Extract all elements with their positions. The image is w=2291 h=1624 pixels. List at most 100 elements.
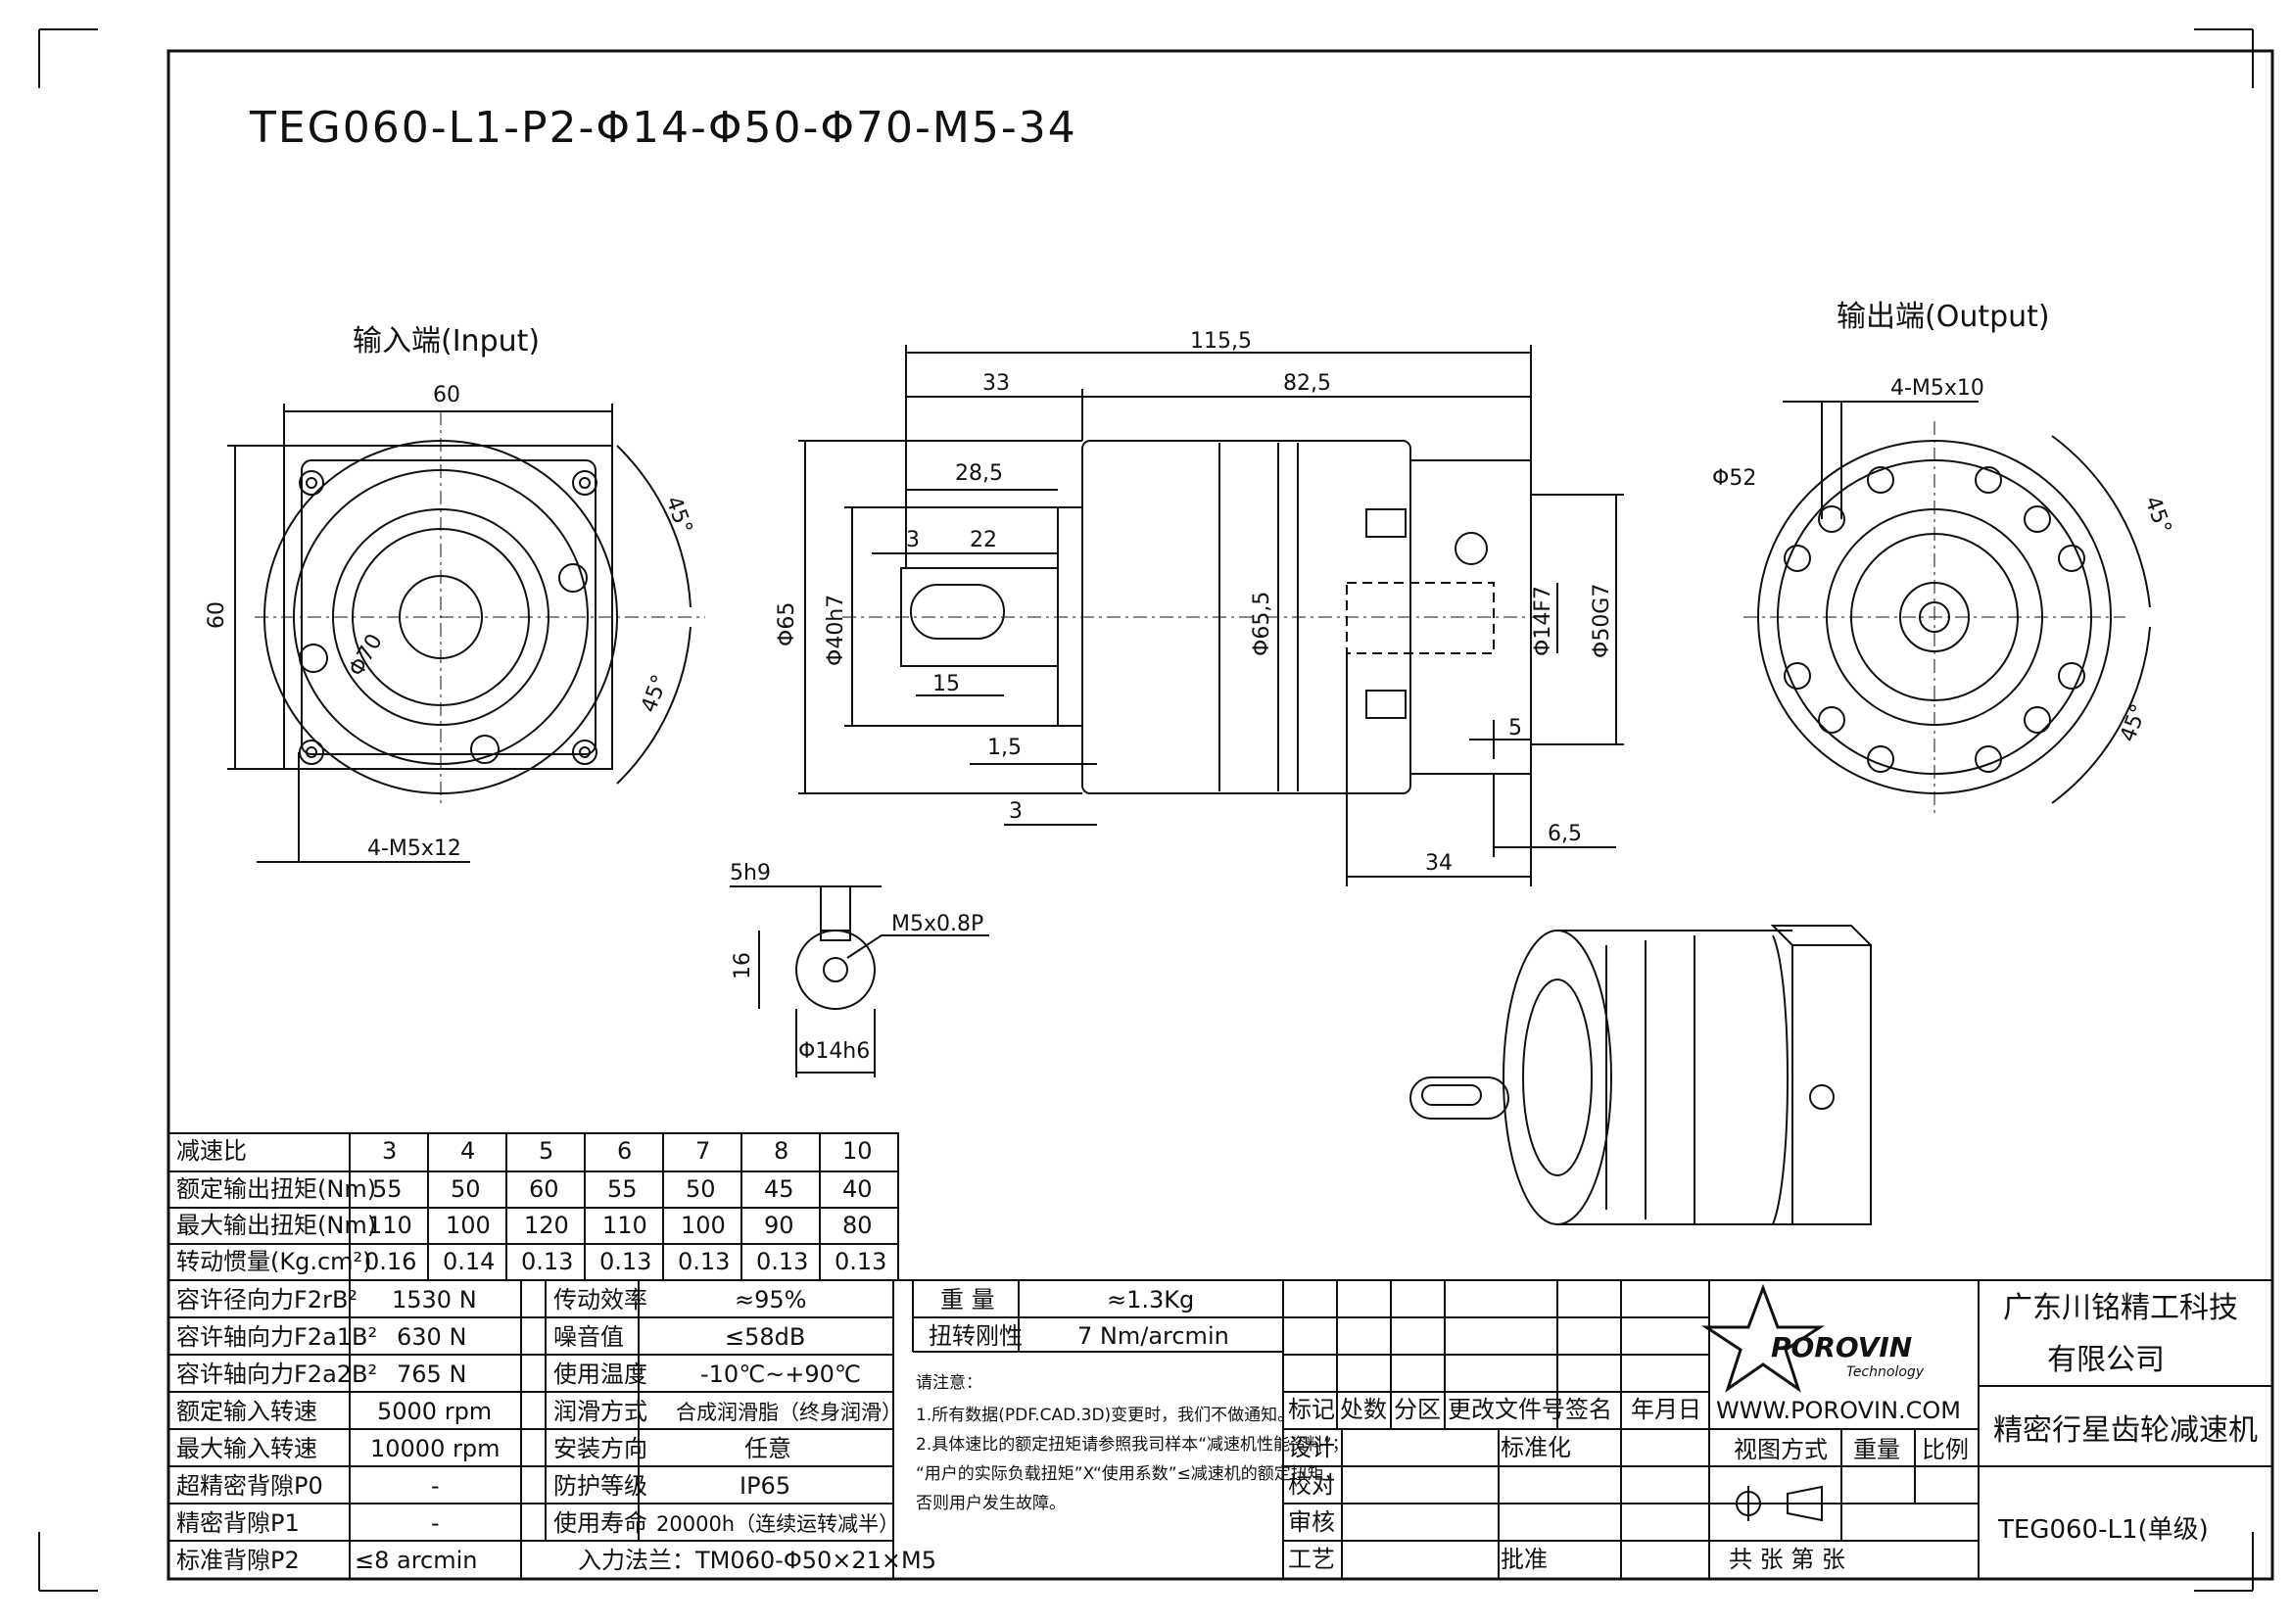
- ratio-cell: 0.13: [521, 1248, 573, 1275]
- ratio-table-text: 减速比 3 4 5 6 7 8 10 额定输出扭矩(Nm) 55 50 60 5…: [176, 1137, 886, 1275]
- ratio-cell: 0.13: [756, 1248, 808, 1275]
- perf-value: ≤58dB: [725, 1323, 805, 1351]
- dim-thread: M5x0.8P: [891, 912, 983, 936]
- spec-label: 容许径向力F2rB²: [176, 1286, 358, 1314]
- spec-table-text: 容许径向力F2rB² 1530 N 容许轴向力F2a1B² 630 N 容许轴向…: [176, 1286, 1701, 1574]
- dim-body-length: 82,5: [1283, 371, 1331, 396]
- spec-value: 10000 rpm: [370, 1435, 500, 1462]
- company-name-line2: 有限公司: [2047, 1343, 2165, 1377]
- revision-label: 分区: [1394, 1396, 1441, 1423]
- input-label: 输入端(Input): [353, 324, 540, 358]
- perf-label: 润滑方式: [553, 1398, 647, 1425]
- ratio-header-4: 4: [460, 1137, 475, 1165]
- perf-value: IP65: [740, 1472, 790, 1500]
- side-view: 115,5 33 82,5 28,5 3 22 15 1,5 3 Φ65 Φ40…: [775, 329, 1624, 886]
- spec-label: 标准背隙P2: [176, 1547, 300, 1574]
- revision-label: 签名: [1565, 1396, 1612, 1423]
- spec-value: 765 N: [397, 1361, 466, 1388]
- ratio-row-label: 额定输出扭矩(Nm): [176, 1175, 376, 1203]
- dim-overall-length: 115,5: [1190, 329, 1252, 354]
- output-angle-top: 45°: [2139, 494, 2175, 538]
- dim-phi65: Φ65: [775, 602, 799, 646]
- porovin-logo: POROVIN Technology: [1700, 1283, 1925, 1393]
- dim-phi50g7: Φ50G7: [1590, 584, 1614, 658]
- stiffness-value: 7 Nm/arcmin: [1077, 1322, 1229, 1350]
- ratio-cell: 0.13: [835, 1248, 886, 1275]
- ratio-cell: 110: [602, 1212, 647, 1239]
- notes-line: 1.所有数据(PDF.CAD.3D)变更时，我们不做通知。: [916, 1406, 1294, 1425]
- input-view: 输入端(Input) 60 60 Φ70 4-M5x12 45° 45°: [205, 324, 705, 863]
- perf-value: 任意: [744, 1435, 791, 1462]
- ratio-cell: 100: [681, 1212, 726, 1239]
- spec-label: 最大输入转速: [176, 1435, 317, 1462]
- spec-label: 额定输入转速: [176, 1398, 317, 1425]
- spec-value: -: [431, 1472, 440, 1500]
- ratio-cell: 55: [607, 1175, 638, 1203]
- perf-label: 使用寿命: [553, 1509, 647, 1537]
- perf-value: -10℃~+90℃: [700, 1361, 861, 1388]
- isometric-view: [1409, 925, 1872, 1225]
- ratio-cell: 45: [764, 1175, 794, 1203]
- spec-value: 630 N: [397, 1323, 466, 1351]
- spec-label: 容许轴向力F2a1B²: [176, 1323, 377, 1351]
- company-name-line1: 广东川铭精工科技: [2003, 1291, 2238, 1325]
- approve-label: 批准: [1501, 1546, 1548, 1573]
- spec-table-grid: [167, 1279, 2273, 1580]
- ratio-row-label: 最大输出扭矩(Nm): [176, 1212, 376, 1239]
- spec-value: ≤8 arcmin: [355, 1547, 478, 1574]
- perf-label: 安装方向: [553, 1435, 647, 1462]
- brand-block: POROVIN Technology WWW.POROVIN.COM 视图方式 …: [1700, 1283, 2258, 1573]
- drawing-title: TEG060-L1-P2-Φ14-Φ50-Φ70-M5-34: [249, 103, 1077, 153]
- dim-6-5: 6,5: [1548, 822, 1582, 846]
- ratio-row-label: 转动惯量(Kg.cm²): [176, 1248, 372, 1275]
- logo-subtext: Technology: [1846, 1364, 1925, 1380]
- dim-input-pcd: Φ70: [345, 630, 388, 681]
- ratio-cell: 0.13: [678, 1248, 730, 1275]
- check-label: 校对: [1288, 1471, 1335, 1499]
- shaft-key-detail: 5h9 16 M5x0.8P Φ14h6: [730, 861, 989, 1077]
- projection-icon: [1729, 1485, 1823, 1522]
- ratio-header-8: 8: [774, 1137, 788, 1165]
- notes-line: “用户的实际负载扭矩”X“使用系数”≤减速机的额定扭矩，: [916, 1463, 1341, 1484]
- process-label: 工艺: [1288, 1546, 1335, 1573]
- output-label: 输出端(Output): [1837, 300, 2050, 334]
- dim-key-length: 22: [970, 528, 997, 552]
- spec-value: 5000 rpm: [377, 1398, 492, 1425]
- notes-line: 2.具体速比的额定扭矩请参照我司样本“减速机性能资料”；: [916, 1435, 1349, 1455]
- dim-3-top: 3: [906, 528, 920, 552]
- revision-label: 处数: [1340, 1396, 1387, 1423]
- perf-value: 20000h（连续运转减半）: [656, 1512, 899, 1536]
- spec-value: -: [431, 1509, 440, 1537]
- review-label: 审核: [1288, 1508, 1335, 1536]
- output-angle-bottom: 45°: [2116, 701, 2152, 745]
- ratio-cell: 50: [451, 1175, 481, 1203]
- ratio-cell: 60: [529, 1175, 559, 1203]
- sheet-count: 共 张 第 张: [1729, 1546, 1845, 1573]
- model-number: TEG060-L1(单级): [1997, 1515, 2209, 1545]
- scale-header: 比例: [1922, 1436, 1969, 1463]
- ratio-cell: 0.13: [599, 1248, 651, 1275]
- dim-1-5: 1,5: [987, 736, 1022, 760]
- ratio-header-5: 5: [539, 1137, 553, 1165]
- ratio-header-label: 减速比: [176, 1137, 247, 1165]
- ratio-cell: 40: [842, 1175, 873, 1203]
- ratio-cell: 55: [372, 1175, 403, 1203]
- notes-heading: 请注意：: [916, 1373, 982, 1393]
- drawing-border: [167, 49, 2274, 1581]
- spec-label: 精密背隙P1: [176, 1509, 300, 1537]
- perf-value: 合成润滑脂（终身润滑）: [676, 1401, 902, 1424]
- ratio-cell: 0.14: [443, 1248, 495, 1275]
- perf-label: 使用温度: [553, 1361, 647, 1388]
- ratio-cell: 100: [446, 1212, 491, 1239]
- revision-label: 更改文件号: [1448, 1396, 1565, 1423]
- dim-input-width: 60: [433, 383, 460, 407]
- standard-label: 标准化: [1501, 1434, 1571, 1461]
- dim-34: 34: [1425, 851, 1453, 876]
- dim-input-height: 60: [205, 601, 229, 629]
- dim-output-pcd: Φ52: [1712, 466, 1756, 491]
- ratio-header-6: 6: [617, 1137, 632, 1165]
- dim-phi65-5: Φ65,5: [1250, 592, 1274, 656]
- dim-key-height: 16: [731, 952, 755, 979]
- input-angle-bottom: 45°: [637, 672, 673, 716]
